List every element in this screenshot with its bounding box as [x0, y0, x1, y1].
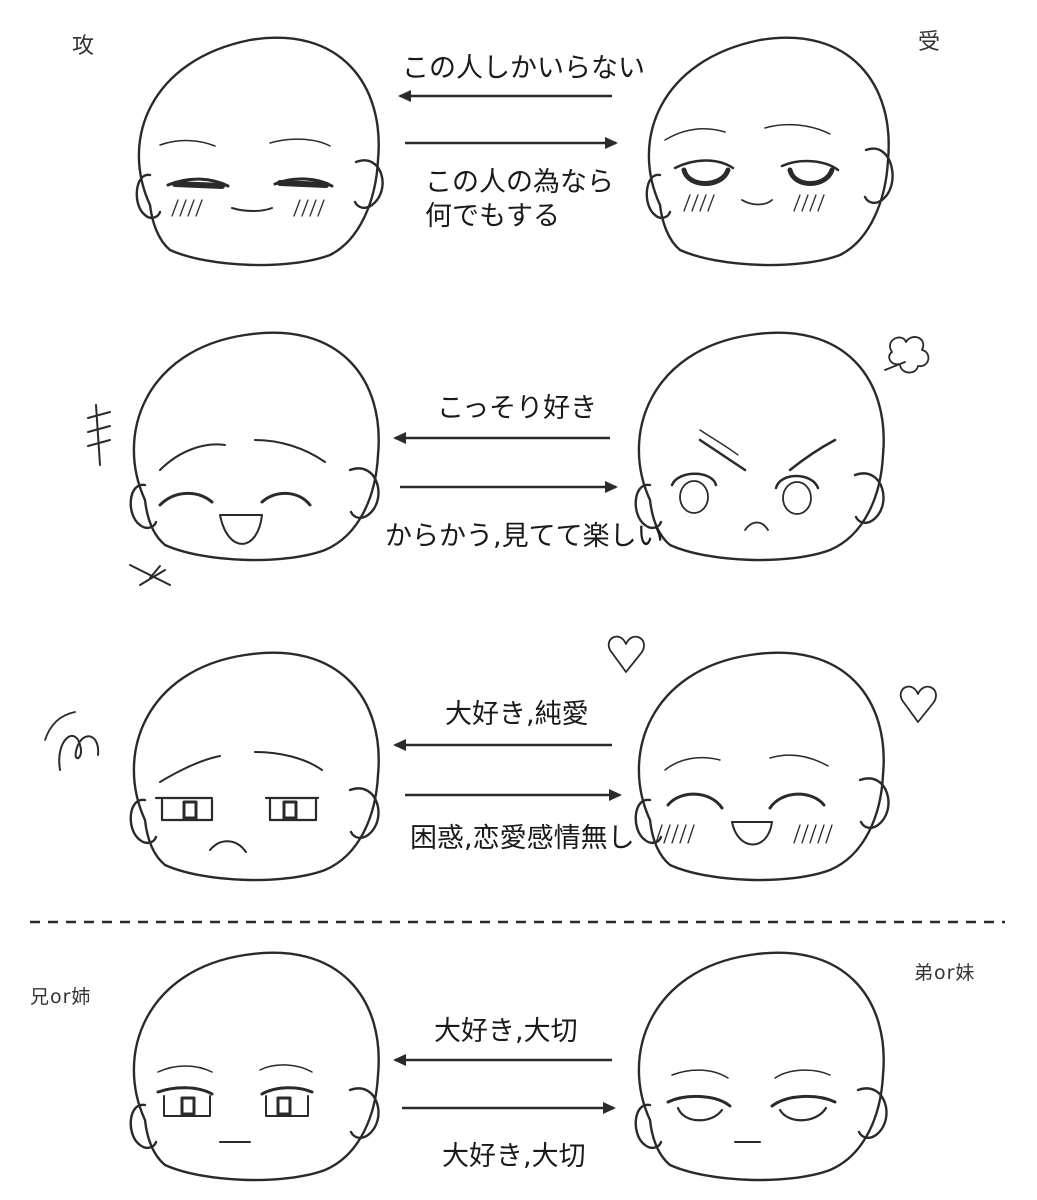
row3-label-to-right: 困惑,恋愛感情無し [410, 823, 635, 854]
face-right-row1 [645, 36, 894, 267]
face-right-row2 [634, 331, 930, 562]
face-left-row4 [129, 951, 380, 1182]
face-right-row3 [607, 635, 937, 882]
corner-label-top-right: 受 [918, 30, 942, 55]
corner-label-bottom-left: 兄or姉 [30, 986, 92, 1008]
corner-label-top-left: 攻 [72, 34, 96, 59]
corner-label-bottom-right: 弟or妹 [914, 962, 976, 984]
row1-label-to-left: この人しかいらない [402, 53, 645, 84]
row4-label-to-right: 大好き,大切 [442, 1141, 586, 1172]
row3-label-to-left: 大好き,純愛 [445, 699, 589, 730]
row2-label-to-left: こっそり好き [437, 393, 598, 424]
row4-label-to-left: 大好き,大切 [434, 1016, 578, 1047]
row2-label-to-right: からかう,見てて楽しい [385, 521, 664, 552]
face-left-row3 [44, 651, 380, 882]
face-right-row4 [634, 951, 888, 1182]
row1-label-to-right: この人の為なら 何でもする [425, 167, 614, 232]
face-left-row1 [135, 36, 384, 267]
face-left-row2 [87, 331, 380, 586]
